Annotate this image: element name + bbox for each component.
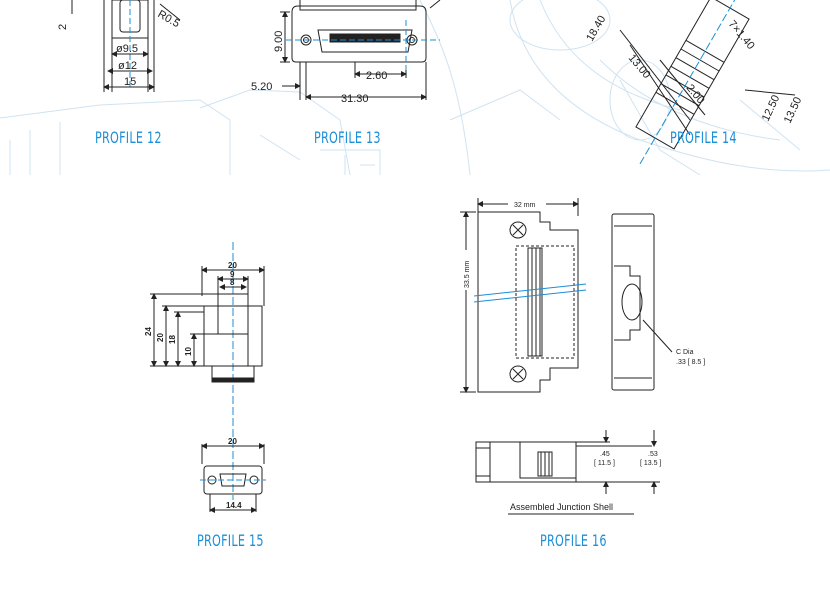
p16-dim-s2a: .53 — [648, 451, 658, 458]
profile-13-label: PROFILE 13 — [314, 128, 381, 147]
profile-14-label: PROFILE 14 — [670, 128, 737, 147]
p15-dim-h18: 18 — [168, 335, 177, 344]
cable-lines — [473, 283, 587, 303]
p13-dim-a: 2.60 — [366, 70, 387, 82]
profile-14-drawing — [619, 0, 796, 165]
p16-dim-cdia2: .33 [ 8.5 ] — [676, 359, 705, 366]
p14-dim-d: 7×1.40 — [726, 18, 757, 52]
p15-dim-top8: 8 — [230, 278, 235, 287]
p13-dim-b: 5.20 — [251, 81, 272, 93]
profile-15-label: PROFILE 15 — [197, 531, 264, 550]
p16-caption: Assembled Junction Shell — [510, 502, 613, 512]
p14-dim-f: 13.50 — [782, 95, 805, 125]
p15-dim-bot20: 20 — [228, 437, 237, 446]
p16-dim-h: 33.5 mm — [464, 261, 471, 288]
p16-dim-s1a: .45 — [600, 451, 610, 458]
p15-dim-top9: 9 — [230, 270, 235, 279]
p15-dim-bot14: 14.4 — [226, 501, 242, 510]
p14-dim-a: 18.40 — [584, 14, 608, 44]
p16-dim-cdia1: C Dia — [676, 349, 694, 356]
p16-dim-s2b: [ 13.5 ] — [640, 460, 661, 467]
p15-dim-h20: 20 — [156, 333, 165, 342]
p12-dim-h: 2 — [57, 24, 69, 30]
profile-13-drawing — [280, 0, 441, 100]
p13-dim-w: 31.30 — [341, 93, 369, 105]
profile-16-drawing — [460, 198, 673, 515]
p12-dim-d1: ø9.5 — [116, 43, 138, 55]
p16-dim-s1b: [ 11.5 ] — [594, 460, 615, 467]
p12-dim-r: R0.5 — [156, 8, 182, 30]
p14-dim-e: 12.50 — [760, 93, 783, 123]
p14-dim-c: 2.00 — [684, 82, 707, 106]
p15-dim-top20: 20 — [228, 261, 237, 270]
profile-16-label: PROFILE 16 — [540, 531, 607, 550]
p16-dim-w: 32 mm — [514, 202, 536, 209]
profile-15-drawing — [150, 242, 266, 513]
p15-dim-h10: 10 — [184, 347, 193, 356]
p12-dim-w: 15 — [124, 76, 136, 88]
profile-12-drawing — [71, 0, 181, 92]
p12-dim-d2: ø12 — [118, 60, 137, 72]
p13-dim-h: 9.00 — [273, 31, 285, 52]
profile-12-label: PROFILE 12 — [95, 128, 162, 147]
p15-dim-h24: 24 — [144, 327, 153, 336]
